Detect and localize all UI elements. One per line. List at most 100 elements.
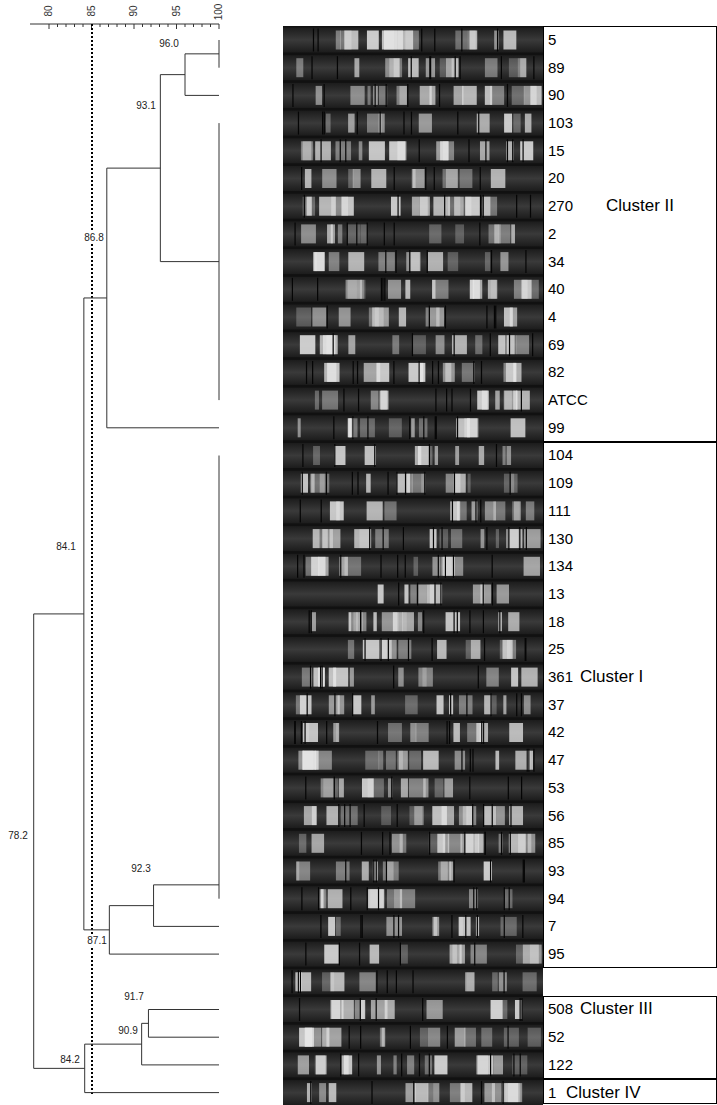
tree-line <box>66 24 67 27</box>
gel-line <box>424 472 425 495</box>
cluster-label: Cluster I <box>580 667 643 687</box>
strain-number: 134 <box>548 556 573 576</box>
gel-lane <box>283 332 543 357</box>
tree-line <box>34 613 84 614</box>
gel-band <box>305 1028 321 1047</box>
gel-lane <box>283 720 543 745</box>
gel-line <box>387 472 388 495</box>
gel-line <box>357 361 358 384</box>
gel-line <box>466 693 467 716</box>
gel-line <box>473 361 474 384</box>
gel-line <box>384 222 385 245</box>
gel-line <box>440 583 441 606</box>
gel-line <box>398 583 399 606</box>
tree-line <box>219 24 220 29</box>
gel-line <box>477 915 478 938</box>
gel-lane <box>283 692 543 717</box>
gel-band <box>329 695 340 714</box>
gel-line <box>367 416 368 439</box>
gel-band <box>480 141 490 160</box>
gel-line <box>340 555 341 578</box>
gel-lane <box>283 1080 543 1105</box>
gel-band <box>312 308 326 327</box>
gel-line <box>326 721 327 744</box>
gel-band <box>479 446 484 465</box>
gel-line <box>318 29 319 52</box>
gel-band <box>348 169 353 188</box>
gel-line <box>320 139 321 162</box>
gel-line <box>483 195 484 218</box>
gel-line <box>360 610 361 633</box>
gel-band <box>507 335 515 354</box>
tree-line <box>74 24 75 27</box>
gel-line <box>516 693 517 716</box>
tree-line <box>219 456 220 899</box>
gel-line <box>320 666 321 689</box>
gel-line <box>409 416 410 439</box>
gel-band <box>450 501 459 520</box>
tree-line <box>202 24 203 27</box>
gel-line <box>301 887 302 910</box>
gel-band <box>481 529 485 548</box>
gel-band <box>406 252 420 271</box>
gel-band <box>348 280 357 299</box>
gel-line <box>522 915 523 938</box>
gel-band <box>470 280 482 299</box>
gel-band <box>296 862 310 881</box>
gel-band <box>446 169 458 188</box>
gel-band <box>405 280 410 299</box>
gel-band <box>467 723 482 742</box>
gel-band <box>350 86 364 105</box>
gel-line <box>445 555 446 578</box>
gel-line <box>422 998 423 1021</box>
gel-band <box>524 557 540 576</box>
strain-number: 85 <box>548 833 565 853</box>
gel-band <box>341 806 358 825</box>
gel-line <box>393 361 394 384</box>
gel-line <box>324 112 325 135</box>
gel-band <box>509 58 521 77</box>
gel-lane <box>283 859 543 884</box>
gel-line <box>460 56 461 79</box>
gel-line <box>309 610 310 633</box>
gel-lane <box>283 111 543 136</box>
gel-line <box>374 444 375 467</box>
gel-line <box>499 610 500 633</box>
strain-number: 25 <box>548 639 565 659</box>
gel-line <box>360 610 361 633</box>
gel-line <box>388 638 389 661</box>
gel-band <box>353 695 362 714</box>
gel-band <box>398 612 407 631</box>
tree-line <box>107 427 219 428</box>
gel-band <box>360 224 367 243</box>
tree-line <box>109 905 153 906</box>
gel-band <box>511 474 518 493</box>
gel-band <box>326 1028 341 1047</box>
gel-line <box>304 195 305 218</box>
gel-band <box>429 86 435 105</box>
gel-band <box>379 751 384 770</box>
gel-band <box>433 1083 439 1102</box>
strain-number: 42 <box>548 722 565 742</box>
gel-band <box>442 834 449 853</box>
gel-band <box>319 889 325 908</box>
gel-line <box>453 610 454 633</box>
gel-band <box>375 529 389 548</box>
gel-line <box>362 915 363 938</box>
gel-band <box>329 668 336 687</box>
gel-band <box>410 723 416 742</box>
gel-band <box>380 391 389 410</box>
gel-line <box>306 361 307 384</box>
gel-band <box>394 58 400 77</box>
gel-band <box>478 834 483 853</box>
gel-band <box>463 806 476 825</box>
gel-band <box>446 474 461 493</box>
gel-line <box>391 776 392 799</box>
cluster-label: Cluster II <box>606 196 674 216</box>
gel-band <box>382 1028 386 1047</box>
gel-band <box>299 834 306 853</box>
gel-line <box>300 499 301 522</box>
gel-band <box>397 86 400 105</box>
gel-band <box>462 363 475 382</box>
gel-band <box>454 86 464 105</box>
